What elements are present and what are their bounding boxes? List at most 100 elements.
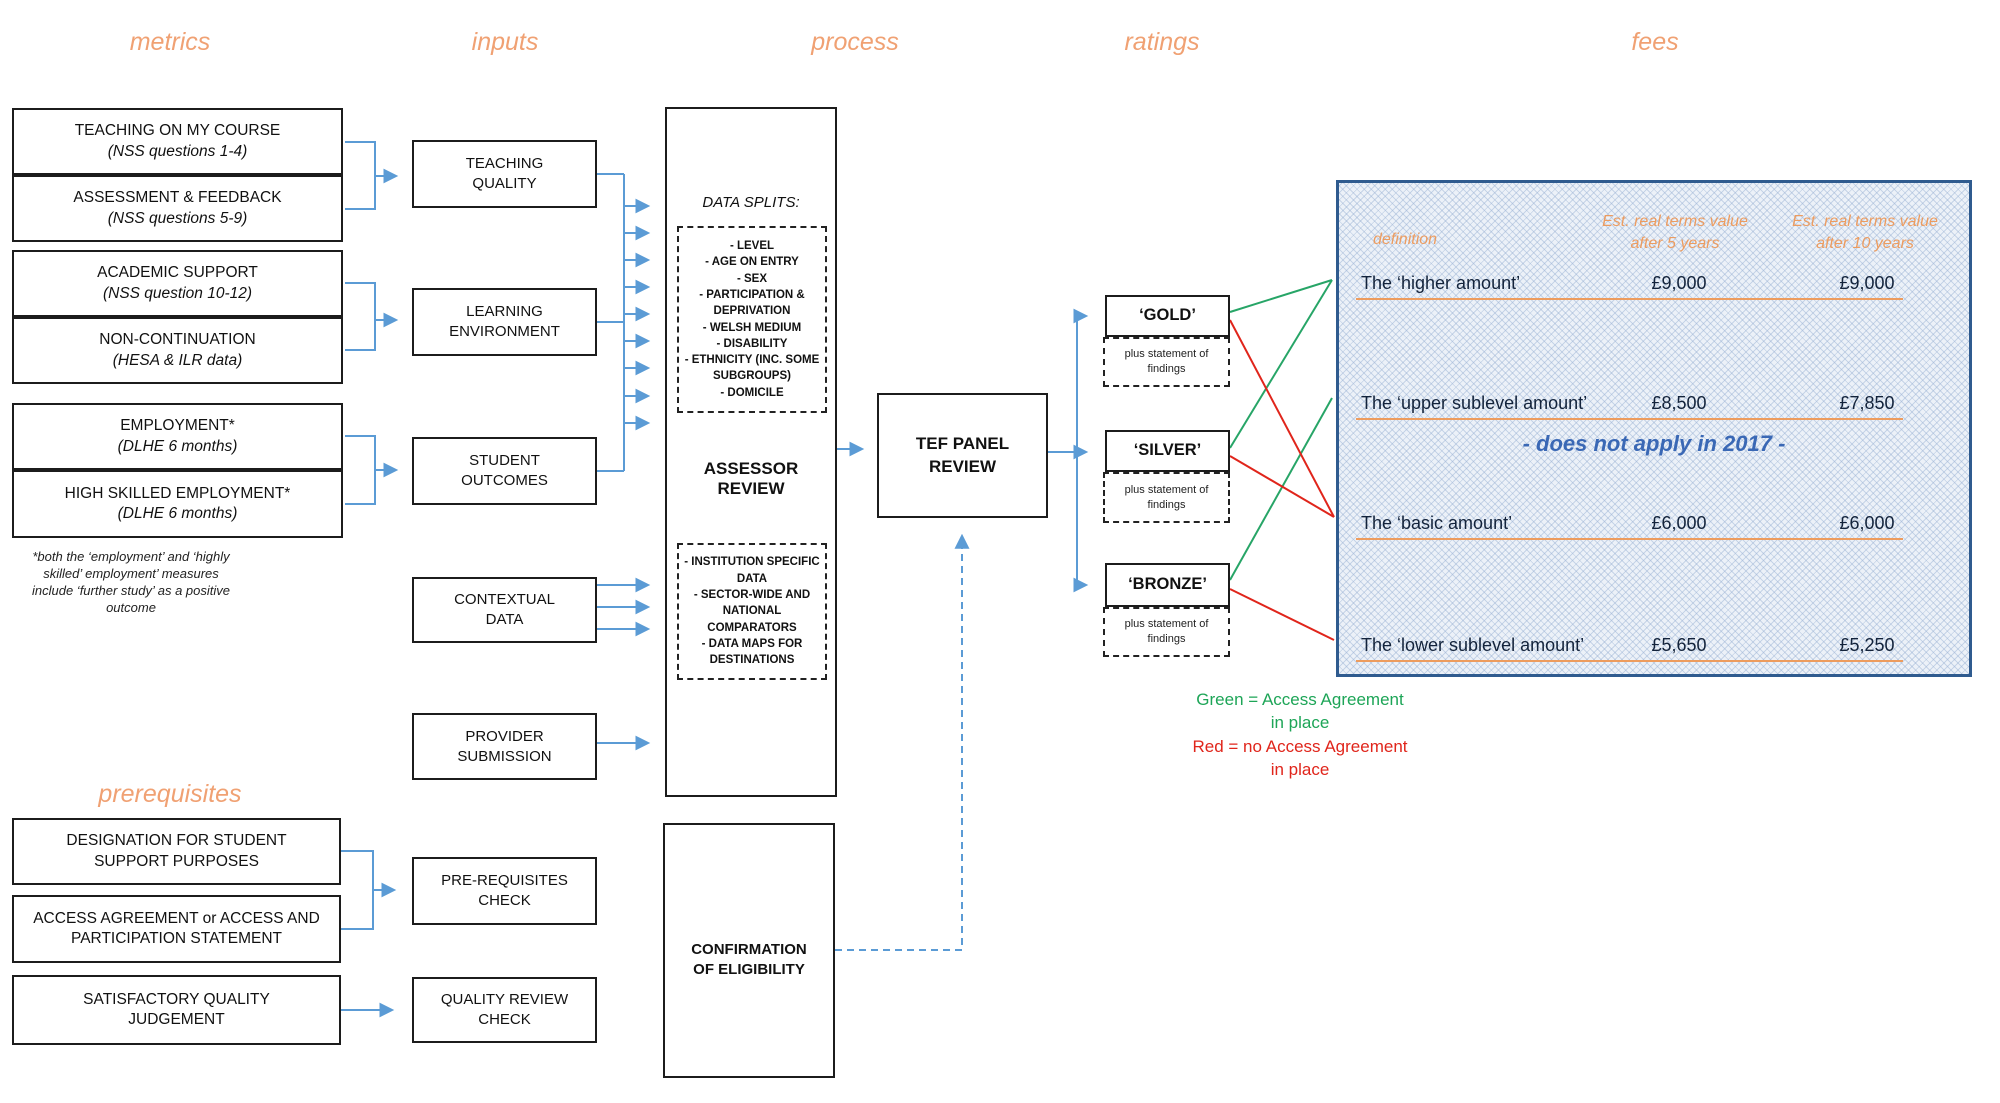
fee-value-5yr: £9,000 xyxy=(1651,273,1707,293)
data-split-item: - PARTICIPATION & DEPRIVATION xyxy=(699,288,805,318)
metric-subtitle: (NSS question 10-12) xyxy=(102,284,253,302)
data-split-item: - DISABILITY xyxy=(716,337,788,350)
fee-value-5yr: £5,650 xyxy=(1651,635,1707,655)
fee-row-divider xyxy=(1356,418,1903,420)
input-label: PRE-REQUISITES CHECK xyxy=(441,872,568,909)
data-split-item: - SEX xyxy=(736,272,768,285)
fee-value-5yr: £8,500 xyxy=(1651,393,1707,413)
bracket-prereq-pair xyxy=(341,850,374,930)
input-box-teaching-quality: TEACHING QUALITY xyxy=(412,140,597,208)
data-split-item: - ETHNICITY (INC. SOME SUBGROUPS) xyxy=(684,354,820,383)
metric-title: ACADEMIC SUPPORT xyxy=(97,264,258,282)
context-item: - INSTITUTION SPECIFIC DATA xyxy=(684,556,820,585)
data-split-item: - LEVEL xyxy=(729,239,775,252)
tef-panel-review-box: TEF PANEL REVIEW xyxy=(877,393,1048,518)
rating-note-gold: plus statement of findings xyxy=(1103,337,1230,387)
fee-value-5yr: £6,000 xyxy=(1651,513,1707,533)
metric-subtitle: (HESA & ILR data) xyxy=(112,351,243,369)
red-line-silver-basic xyxy=(1229,455,1335,518)
legend-green-line-1: Green = Access Agreement xyxy=(1196,690,1404,709)
fee-row-divider xyxy=(1356,538,1903,540)
fee-value-10yr: £5,250 xyxy=(1839,635,1895,655)
input-label: PROVIDER SUBMISSION xyxy=(457,727,552,765)
metric-title: EMPLOYMENT* xyxy=(120,417,235,435)
dashed-confirmation-to-tef xyxy=(835,533,970,951)
bracket-nss-pair xyxy=(345,141,376,210)
legend-red-line-1: Red = no Access Agreement xyxy=(1192,736,1408,756)
data-splits-title: DATA SPLITS: xyxy=(702,194,800,211)
green-line-silver-higher xyxy=(1229,279,1333,449)
fee-value-10yr: £9,000 xyxy=(1839,273,1895,293)
column-header-metrics: metrics xyxy=(129,28,211,56)
inputs-trunk xyxy=(597,173,625,472)
data-split-item: - DOMICILE xyxy=(720,386,784,399)
context-item: - DATA MAPS FOR DESTINATIONS xyxy=(701,637,803,667)
fees-header-10yr: Est. real terms value after 10 years xyxy=(1792,213,1938,252)
employment-footnote: *both the ‘employment’ and ‘highly skill… xyxy=(32,549,230,615)
rating-box-silver: ‘SILVER’ xyxy=(1105,430,1230,472)
metric-box-teaching-on-my-course: TEACHING ON MY COURSE (NSS questions 1-4… xyxy=(12,108,343,175)
input-label: CONTEXTUAL DATA xyxy=(454,591,555,628)
fee-row-label: The ‘lower sublevel amount’ xyxy=(1361,635,1585,655)
prereq-box-access-agreement: ACCESS AGREEMENT or ACCESS AND PARTICIPA… xyxy=(12,895,341,963)
assessor-review-label: ASSESSOR REVIEW xyxy=(703,459,799,498)
bracket-employment-pair xyxy=(345,435,376,505)
fee-value-10yr: £6,000 xyxy=(1839,513,1895,533)
fees-panel: definition Est. real terms value after 5… xyxy=(1336,180,1972,677)
metric-subtitle: (DLHE 6 months) xyxy=(117,505,238,522)
input-box-student-outcomes: STUDENT OUTCOMES xyxy=(412,437,597,505)
input-box-contextual-data: CONTEXTUAL DATA xyxy=(412,577,597,643)
prereq-label: SATISFACTORY QUALITY JUDGEMENT xyxy=(83,990,270,1028)
red-line-gold-basic xyxy=(1229,319,1335,518)
metric-title: ASSESSMENT & FEEDBACK xyxy=(73,189,282,207)
input-box-learning-environment: LEARNING ENVIRONMENT xyxy=(412,288,597,356)
metric-box-high-skilled-employment: HIGH SKILLED EMPLOYMENT* (DLHE 6 months) xyxy=(12,470,343,538)
input-label: QUALITY REVIEW CHECK xyxy=(440,991,569,1028)
column-header-process: process xyxy=(811,28,899,56)
rating-label: ‘SILVER’ xyxy=(1133,441,1202,460)
metric-box-non-continuation: NON-CONTINUATION (HESA & ILR data) xyxy=(12,317,343,384)
data-split-item: - AGE ON ENTRY xyxy=(705,256,799,269)
tef-panel-review-label: TEF PANEL REVIEW xyxy=(915,434,1010,476)
prereq-box-designation: DESIGNATION FOR STUDENT SUPPORT PURPOSES xyxy=(12,818,341,885)
rating-box-bronze: ‘BRONZE’ xyxy=(1105,563,1230,607)
metric-box-academic-support: ACADEMIC SUPPORT (NSS question 10-12) xyxy=(12,250,343,317)
prereq-label: ACCESS AGREEMENT or ACCESS AND PARTICIPA… xyxy=(33,909,320,947)
context-data-list-box: - INSTITUTION SPECIFIC DATA - SECTOR-WID… xyxy=(677,543,827,680)
fees-header-definition: definition xyxy=(1373,231,1438,248)
legend-green-line-2: in place xyxy=(1270,713,1330,733)
assessor-review-box xyxy=(665,107,837,797)
fee-row-label: The ‘upper sublevel amount’ xyxy=(1361,393,1588,413)
confirmation-of-eligibility-box: CONFIRMATION OF ELIGIBILITY xyxy=(663,823,835,1078)
fee-row-divider xyxy=(1356,660,1903,662)
metric-subtitle: (NSS questions 1-4) xyxy=(107,142,248,160)
fee-row-label: The ‘basic amount’ xyxy=(1361,513,1513,533)
input-box-prerequisites-check: PRE-REQUISITES CHECK xyxy=(412,857,597,925)
green-line-bronze-upper xyxy=(1229,397,1333,581)
ratings-trunk xyxy=(1048,316,1078,585)
rating-note-bronze: plus statement of findings xyxy=(1103,607,1230,657)
input-label: TEACHING QUALITY xyxy=(465,155,544,192)
data-splits-items: - LEVEL - AGE ON ENTRY - SEX - PARTICIPA… xyxy=(679,232,825,407)
rating-label: ‘BRONZE’ xyxy=(1128,575,1207,594)
data-splits-list-box: - LEVEL - AGE ON ENTRY - SEX - PARTICIPA… xyxy=(677,226,827,413)
red-line-bronze-lower xyxy=(1229,588,1335,641)
legend-red-line-2: in place xyxy=(1270,760,1330,780)
column-header-ratings: ratings xyxy=(1124,28,1200,56)
prereq-box-satisfactory-quality: SATISFACTORY QUALITY JUDGEMENT xyxy=(12,975,341,1045)
rating-note-silver: plus statement of findings xyxy=(1103,472,1230,523)
green-line-gold-higher xyxy=(1229,279,1333,313)
input-label: STUDENT OUTCOMES xyxy=(461,452,548,489)
context-items: - INSTITUTION SPECIFIC DATA - SECTOR-WID… xyxy=(679,548,825,674)
column-header-fees: fees xyxy=(1631,28,1679,56)
metric-subtitle: (NSS questions 5-9) xyxy=(107,209,248,227)
input-label: LEARNING ENVIRONMENT xyxy=(449,303,560,340)
prereq-label: DESIGNATION FOR STUDENT SUPPORT PURPOSES xyxy=(66,832,287,870)
does-not-apply-note: - does not apply in 2017 - xyxy=(1522,431,1786,456)
metric-title: TEACHING ON MY COURSE xyxy=(74,122,281,140)
fee-row-label: The ‘higher amount’ xyxy=(1361,273,1521,293)
metric-subtitle: (DLHE 6 months) xyxy=(117,437,238,455)
column-header-inputs: inputs xyxy=(471,28,539,56)
